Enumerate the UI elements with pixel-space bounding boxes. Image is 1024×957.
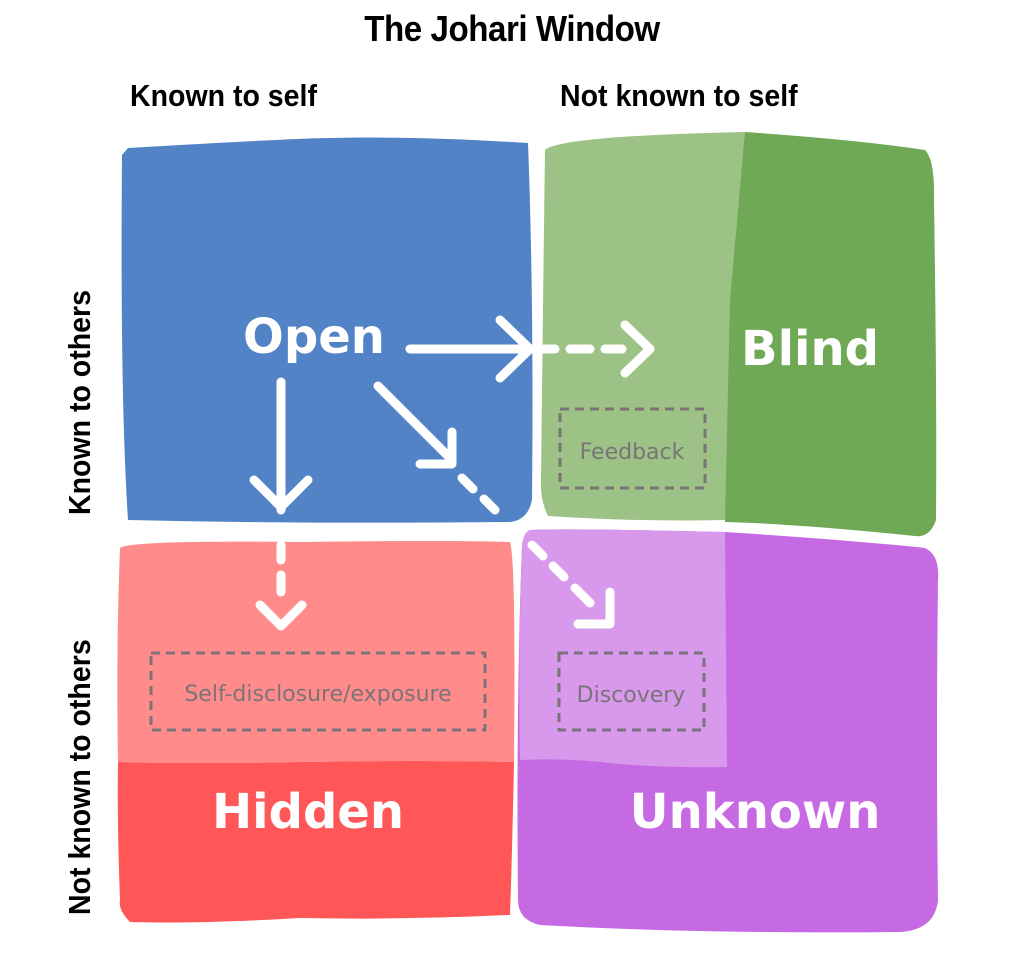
quadrant-label-hidden: Hidden	[212, 784, 404, 840]
feedback-box	[558, 407, 707, 490]
arrow-open-to-hidden-icon	[249, 377, 313, 631]
column-label-known-to-self: Known to self	[130, 78, 317, 113]
column-label-not-known-to-self: Not known to self	[560, 78, 798, 113]
arrow-open-to-blind-icon	[405, 315, 655, 383]
discovery-box	[557, 651, 706, 732]
diagram-title: The Johari Window	[364, 8, 660, 49]
quadrant-open	[121, 137, 533, 523]
quadrant-hidden-light	[117, 541, 515, 763]
arrow-open-to-unknown-icon	[373, 381, 615, 629]
quadrant-label-open: Open	[243, 309, 385, 365]
quadrant-blind	[725, 132, 937, 537]
quadrant-blind-light	[540, 132, 745, 521]
quadrant-label-blind: Blind	[741, 321, 879, 377]
self-disclosure-box	[149, 651, 487, 732]
quadrant-hidden	[117, 761, 514, 923]
quadrant-label-unknown: Unknown	[630, 784, 881, 840]
process-label-self-disclosure: Self-disclosure/exposure	[184, 682, 451, 707]
process-label-discovery: Discovery	[577, 683, 686, 708]
process-label-feedback: Feedback	[580, 440, 685, 465]
